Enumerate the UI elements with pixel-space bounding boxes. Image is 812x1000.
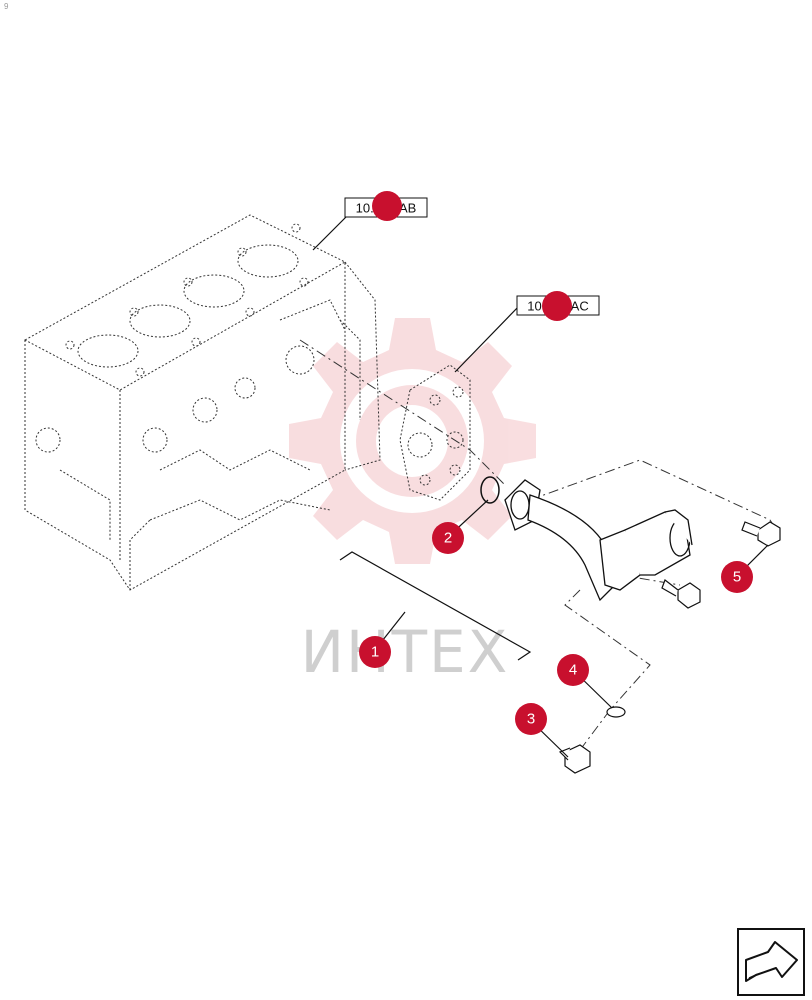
callout-3[interactable]: 3 [515,703,547,735]
svg-text:1: 1 [371,644,379,661]
svg-text:5: 5 [733,569,741,586]
front-cover-plate [399,364,471,501]
callout-2[interactable]: 2 [432,522,464,554]
bolt-pipe [661,579,701,609]
svg-text:2: 2 [444,530,452,547]
washer [606,706,626,718]
drain-plug [558,744,591,774]
watermark-gear-icon [289,318,536,564]
next-page-arrow-icon[interactable] [737,928,805,996]
svg-text:4: 4 [569,662,577,679]
bolt-5 [741,521,781,547]
reference-box-block: 10.001.AB [344,191,428,221]
engine-block [23,214,381,591]
leader-lines [312,207,769,758]
oil-pipe [504,479,693,602]
reference-marker [542,291,572,321]
corner-mark: 9 [4,2,9,11]
callout-4[interactable]: 4 [557,654,589,686]
reference-box-cover: 10.408.AC [516,291,600,321]
part-1-bracket [339,551,532,661]
watermark-text: ИНТЕХ [301,618,510,686]
o-ring [480,476,500,504]
reference-marker [372,191,402,221]
callout-1[interactable]: 1 [359,636,391,668]
callout-5[interactable]: 5 [721,561,753,593]
svg-text:3: 3 [527,711,535,728]
